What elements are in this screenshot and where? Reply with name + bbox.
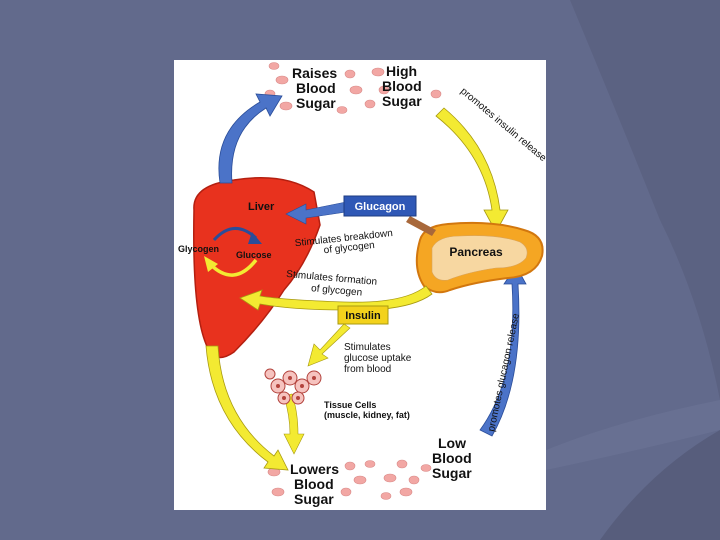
liver-shape [193,176,321,359]
glycogen-label: Glycogen [178,244,219,254]
tissue-nuclei [276,376,316,400]
stimulates-formation-label: Stimulates formation of glycogen [285,269,381,300]
glucagon-connector [406,216,436,236]
low-blood-sugar-label: Low Blood Sugar [432,435,476,481]
stimulates-uptake-label: Stimulates glucose uptake from blood [344,342,414,375]
glucose-label: Glucose [236,250,272,260]
arrow-insulin-to-tissue [307,323,351,367]
arrow-glucagon-to-liver [285,201,347,225]
pancreas-inner [431,235,528,281]
tissue-cells-label: Tissue Cells (muscle, kidney, fat) [324,400,410,420]
arrow-tissue-to-lowers [283,393,305,455]
cycle-arrowhead-blue [248,232,262,244]
high-blood-sugar-label: High Blood Sugar [382,63,426,109]
insulin-box [337,305,389,325]
raises-blood-sugar-label: Raises Blood Sugar [292,65,341,111]
tissue-cells-cluster [264,368,322,405]
insulin-label: Insulin [345,310,381,322]
glucose-regulation-diagram: Raises Blood Sugar High Blood Sugar prom… [174,60,546,510]
promotes-glucagon-release-label: promotes glucagon release [486,312,522,433]
liver-label: Liver [248,201,275,213]
lowers-blood-sugar-label: Lowers Blood Sugar [290,461,343,507]
glucagon-label: Glucagon [355,201,406,213]
cycle-arrow-yellow [208,258,258,277]
glucagon-box [343,195,417,217]
pancreas-label: Pancreas [449,245,503,259]
blood-cells-bottom [267,459,432,500]
arrow-liver-to-raises [218,93,283,184]
stimulates-breakdown-label: Stimulates breakdown of glycogen [294,228,397,259]
arrow-liver-to-lowers [205,345,289,471]
cycle-arrowhead-yellow [204,256,218,272]
